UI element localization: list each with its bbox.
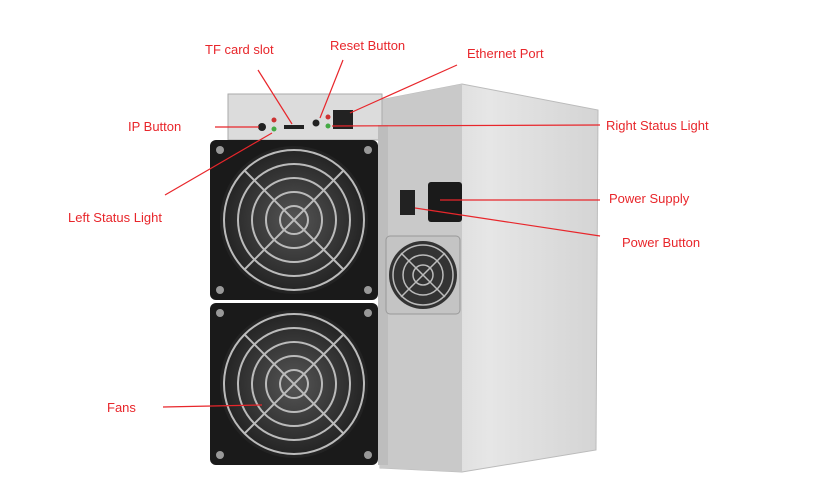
left-status-light <box>271 126 277 132</box>
fan-bottom <box>210 303 378 465</box>
power-button <box>400 190 415 215</box>
label-power-supply: Power Supply <box>609 191 690 206</box>
label-ethernet-port: Ethernet Port <box>467 46 544 61</box>
fan-top <box>210 140 378 300</box>
ethernet-port <box>333 110 353 129</box>
label-right-status-light: Right Status Light <box>606 118 709 133</box>
ip-button <box>258 123 266 131</box>
power-supply-socket <box>428 182 462 222</box>
tf-card-slot <box>284 125 304 129</box>
right-status-light <box>325 123 331 129</box>
label-fans: Fans <box>107 400 136 415</box>
miner-body <box>227 83 599 473</box>
psu-fan <box>385 235 461 315</box>
label-power-button: Power Button <box>622 235 701 250</box>
reset-button <box>312 119 320 127</box>
label-tf-card-slot: TF card slot <box>205 42 274 57</box>
label-ip-button: IP Button <box>128 119 182 134</box>
label-left-status-light: Left Status Light <box>68 210 162 225</box>
annotation-lines <box>162 59 601 408</box>
control-panel <box>258 110 353 132</box>
label-reset-button: Reset Button <box>330 38 406 53</box>
